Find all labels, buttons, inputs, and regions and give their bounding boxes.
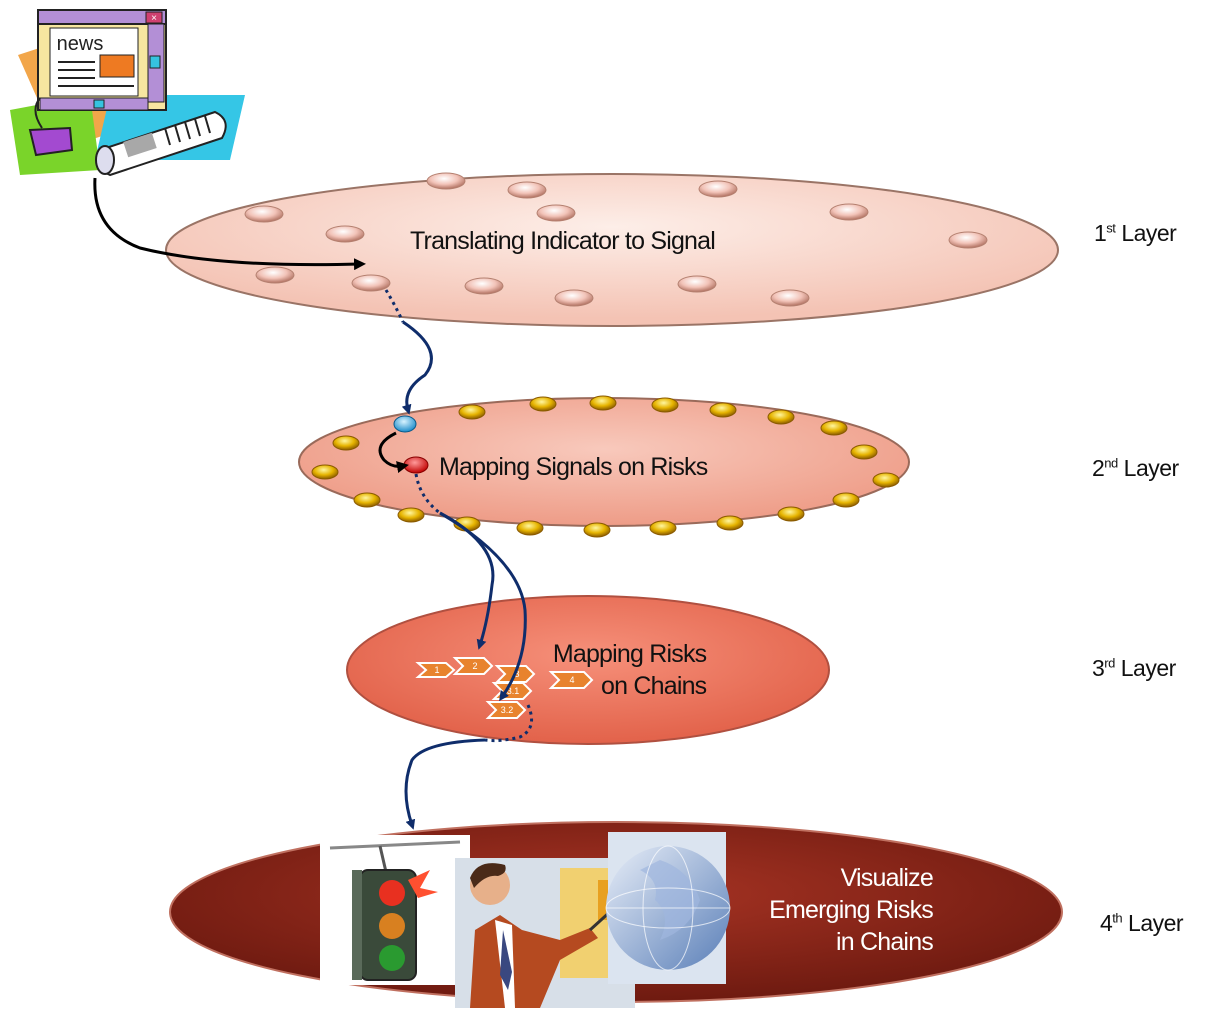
chain-to-visualize-arrow — [404, 738, 486, 830]
traffic-light-icon — [320, 835, 470, 985]
svg-text:4: 4 — [569, 675, 574, 685]
chain-step-1: 1 — [415, 662, 456, 678]
news-to-signal-arrow — [93, 177, 366, 271]
risk-dot — [716, 515, 744, 531]
svg-text:1: 1 — [434, 665, 439, 675]
news-window-icon: × news — [37, 9, 167, 111]
presenter-icon — [455, 858, 635, 1008]
risk-dot — [777, 506, 805, 522]
risk-dot — [820, 420, 848, 436]
layer-4-title-line-2: Emerging Risks — [769, 896, 934, 924]
svg-text:3.1: 3.1 — [507, 686, 520, 696]
layer-4-title-line-3: in Chains — [835, 928, 934, 956]
signal-dot — [770, 289, 810, 307]
layer-3-ellipse — [346, 595, 830, 745]
mouse-icon — [28, 97, 74, 157]
signal-dot — [948, 231, 988, 249]
layer-2-word: Layer — [1123, 455, 1180, 481]
layer-4-word: Layer — [1128, 910, 1184, 936]
layer-1-label: 1st Layer — [1094, 220, 1177, 247]
risk-marker-red — [403, 456, 429, 474]
risk-dot — [332, 435, 360, 451]
signal-dot — [351, 274, 391, 292]
risk-dot — [458, 404, 486, 420]
layer-3-word: Layer — [1120, 655, 1177, 681]
news-label: news — [57, 33, 104, 55]
news-clipart: × news — [10, 9, 245, 177]
signal-dot — [507, 181, 547, 199]
layer-3-label: 3rd Layer — [1092, 655, 1176, 682]
layer-2 — [298, 395, 910, 538]
risk-dot — [397, 507, 425, 523]
svg-text:×: × — [151, 13, 157, 24]
risk-dot — [311, 464, 339, 480]
signal-marker-blue — [393, 415, 417, 433]
risk-dot — [850, 444, 878, 460]
blue-to-red-arrow — [378, 431, 409, 473]
layer-1-signal-dots — [244, 172, 988, 307]
svg-text:3: 3 — [514, 669, 519, 679]
chain-step-3-2: 3.2 — [485, 701, 527, 719]
svg-text:2: 2 — [472, 661, 477, 671]
risk-dot — [872, 472, 900, 488]
signal-dot — [677, 275, 717, 293]
layer-1 — [165, 172, 1059, 327]
risk-dot — [529, 396, 557, 412]
risk-dot — [767, 409, 795, 425]
chain-step-4: 4 — [548, 671, 594, 689]
layer-1-suffix: st — [1106, 220, 1116, 236]
signal-dot — [554, 289, 594, 307]
signal-dot — [325, 225, 365, 243]
layer-2-ordinal: 2 — [1092, 455, 1105, 481]
signal-dot — [426, 172, 466, 190]
risk-dot — [832, 492, 860, 508]
chain-step-2: 2 — [452, 657, 494, 675]
layer-3-suffix: rd — [1104, 655, 1115, 671]
risk-dot — [651, 397, 679, 413]
risk-dotted-connector — [414, 473, 441, 515]
layer-2-title: Mapping Signals on Risks — [439, 453, 708, 481]
signal-dot — [829, 203, 869, 221]
layer-3-title-line-2: on Chains — [601, 672, 707, 700]
layer-1-ordinal: 1 — [1094, 220, 1107, 246]
signal-dot — [244, 205, 284, 223]
risk-dot — [649, 520, 677, 536]
signal-dot — [536, 204, 576, 222]
layer-2-risk-dots — [311, 395, 900, 538]
risk-to-chain-arrow-2 — [439, 511, 527, 702]
layer-2-label: 2nd Layer — [1092, 455, 1179, 482]
layer-1-title: Translating Indicator to Signal — [410, 227, 716, 255]
globe-icon — [605, 832, 731, 984]
layer-4 — [169, 821, 1063, 1008]
layer-3-ordinal: 3 — [1092, 655, 1105, 681]
layer-3-title-line-1: Mapping Risks — [552, 640, 707, 668]
layer-4-title: Visualize Emerging Risks in Chains — [728, 862, 934, 958]
layer-3-title: Mapping Risks on Chains — [551, 638, 707, 702]
newspaper-roll-icon — [95, 110, 227, 177]
layer-4-title-line-1: Visualize — [840, 864, 934, 892]
risk-dot — [589, 395, 617, 411]
flow-arrows — [93, 177, 534, 830]
risk-dot — [583, 522, 611, 538]
signal-dot — [698, 180, 738, 198]
risk-dot — [516, 520, 544, 536]
signal-dot — [464, 277, 504, 295]
risk-dot — [353, 492, 381, 508]
signal-dot — [255, 266, 295, 284]
layer-1-word: Layer — [1121, 220, 1177, 246]
risk-dot — [709, 402, 737, 418]
signal-to-layer2-arrow — [401, 320, 433, 415]
layer-4-ordinal: 4 — [1100, 910, 1113, 936]
layer-4-label: 4th Layer — [1100, 910, 1184, 937]
layer-4-suffix: th — [1112, 910, 1123, 926]
svg-text:3.2: 3.2 — [501, 705, 514, 715]
layer-2-suffix: nd — [1104, 455, 1118, 471]
chain-dotted-connector — [484, 704, 534, 743]
